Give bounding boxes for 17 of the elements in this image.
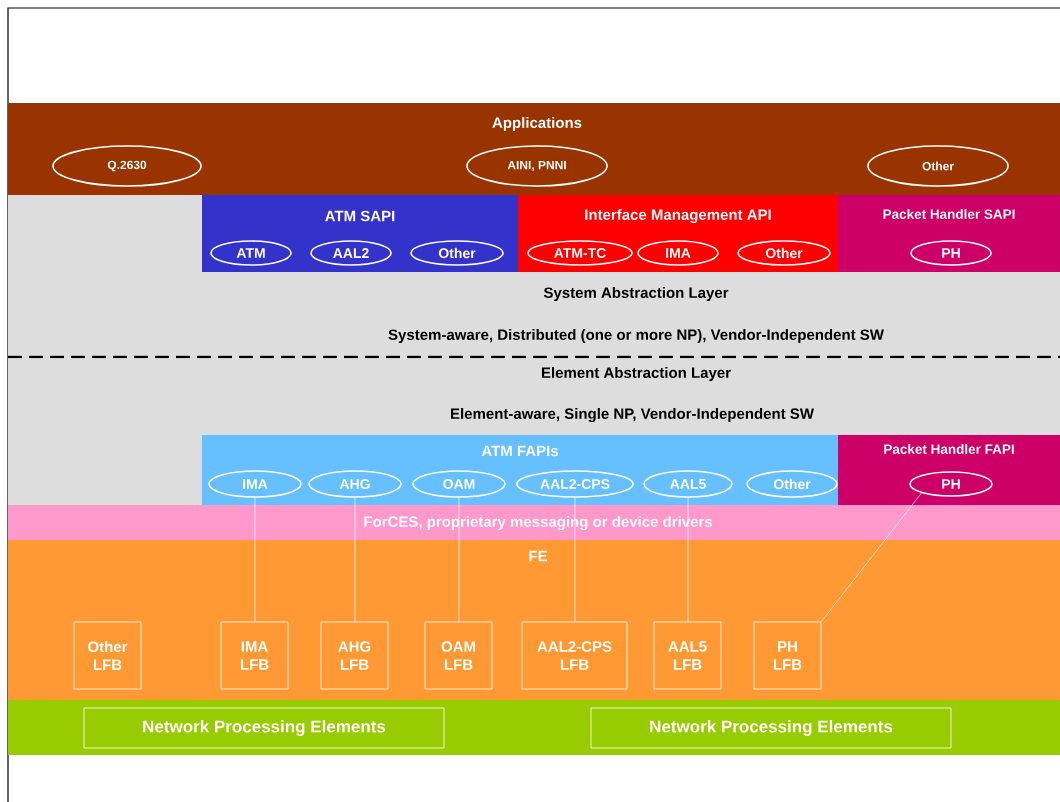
lfb-box: AAL2-CPS LFB (521, 621, 628, 690)
leader-line (687, 497, 689, 622)
layer-band: ForCES, proprietary messaging or device drivers (8, 505, 1060, 540)
lfb-box: AAL5 LFB (653, 621, 722, 690)
network-band (8, 700, 1060, 755)
lfb-box: Other LFB (73, 621, 142, 690)
leader-line (458, 497, 460, 622)
lfb-box: PH LFB (753, 621, 822, 690)
element-box: Network Processing Elements (83, 707, 445, 749)
leader-line (821, 492, 922, 622)
leader-line (254, 497, 256, 622)
lfb-box: IMA LFB (220, 621, 289, 690)
leader-line (354, 497, 356, 622)
lfb-box: AHG LFB (320, 621, 389, 690)
leader-line (574, 497, 576, 622)
lfb-box: OAM LFB (424, 621, 493, 690)
element-box: Network Processing Elements (590, 707, 952, 749)
